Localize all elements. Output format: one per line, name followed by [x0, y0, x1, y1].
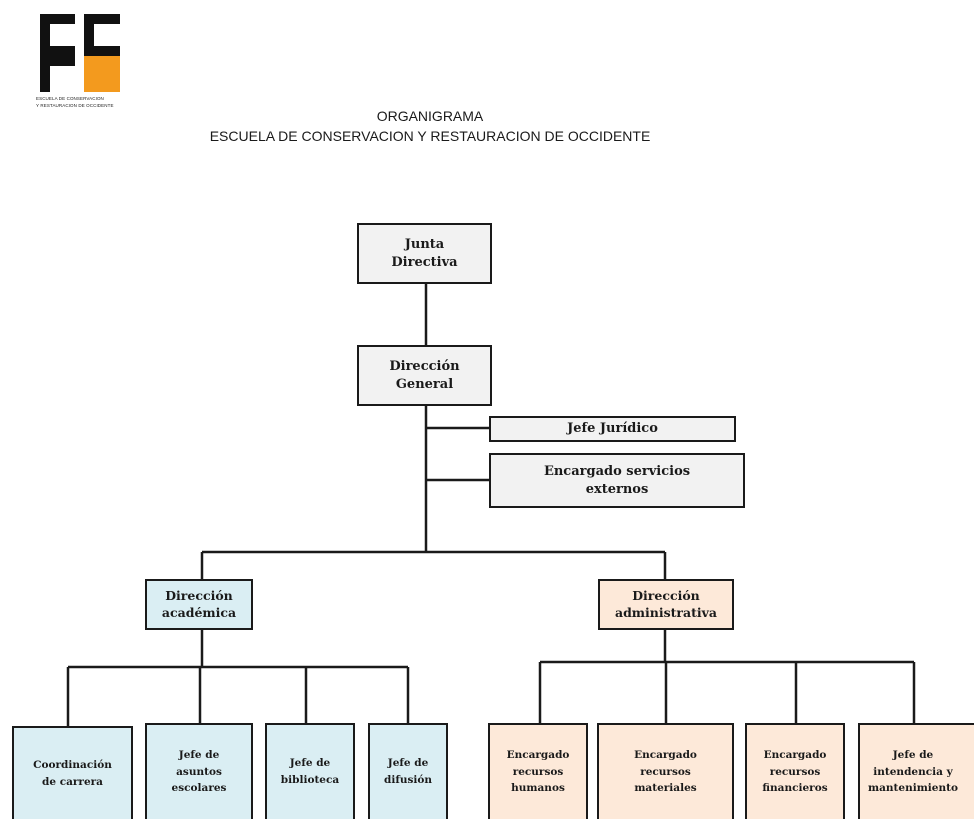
node-coordinacion-carrera: Coordinación de carrera [12, 726, 133, 819]
node-direccion-general: Dirección General [357, 345, 492, 406]
page-subtitle: ESCUELA DE CONSERVACION Y RESTAURACION D… [209, 128, 651, 144]
node-biblioteca: Jefe de biblioteca [265, 723, 355, 819]
node-direccion-academica: Dirección académica [145, 579, 253, 630]
school-logo [36, 12, 136, 120]
logo-caption-line2: Y RESTAURACION DE OCCIDENTE [36, 103, 114, 108]
logo-r-stem [40, 56, 50, 92]
logo-caption-line1: ESCUELA DE CONSERVACION [36, 96, 104, 101]
node-recursos-financieros: Encargado recursos financieros [745, 723, 845, 819]
page-title: ORGANIGRAMA [376, 108, 484, 124]
logo-c-top [84, 14, 120, 24]
logo-c-side [84, 14, 94, 56]
logo-c-bottom [84, 46, 120, 56]
node-servicios-externos: Encargado servicios externos [489, 453, 745, 508]
logo-bar-mid [40, 14, 50, 56]
node-junta-directiva: Junta Directiva [357, 223, 492, 284]
node-intendencia: Jefe de intendencia y mantenimiento [858, 723, 974, 819]
node-asuntos-escolares: Jefe de asuntos escolares [145, 723, 253, 819]
logo-bar-top [40, 14, 75, 24]
node-recursos-humanos: Encargado recursos humanos [488, 723, 588, 819]
logo-r-bar [40, 56, 75, 66]
node-recursos-materiales: Encargado recursos materiales [597, 723, 734, 819]
node-jefe-juridico: Jefe Jurídico [489, 416, 736, 442]
node-difusion: Jefe de difusión [368, 723, 448, 819]
node-direccion-administrativa: Dirección administrativa [598, 579, 734, 630]
logo-o-square [84, 56, 120, 92]
logo-bar-bottom [40, 46, 75, 56]
